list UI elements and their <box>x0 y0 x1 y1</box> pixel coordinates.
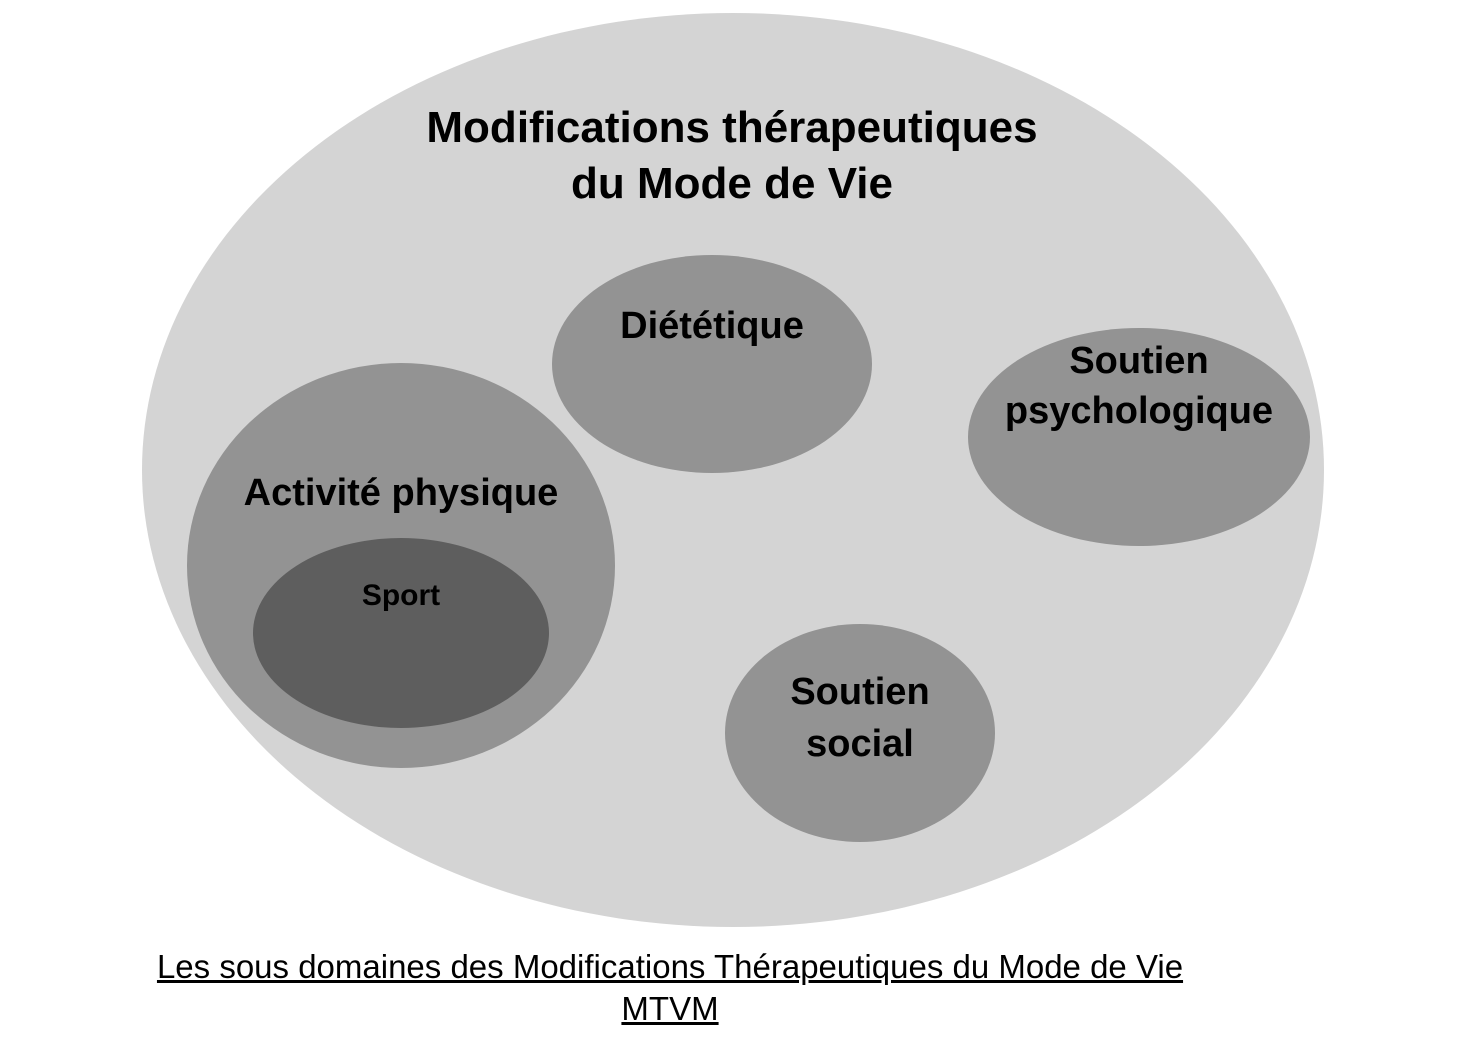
sport-label: Sport <box>361 579 441 612</box>
figure-caption-line1: Les sous domaines des Modifications Thér… <box>156 948 1184 985</box>
figure-caption-line2: MTVM <box>621 990 719 1027</box>
soutien-social-label-line2: social <box>806 723 914 765</box>
soutien-psychologique-ellipse <box>968 328 1310 546</box>
soutien-psychologique-label-line1: Soutien <box>1069 340 1209 382</box>
soutien-social-label-line1: Soutien <box>790 671 930 713</box>
soutien-social-label: Soutien social <box>725 666 995 770</box>
activite-physique-label: Activité physique <box>243 472 559 514</box>
soutien-psychologique-label-line2: psychologique <box>1004 390 1274 432</box>
sport-ellipse <box>253 538 549 728</box>
soutien-social-ellipse <box>725 624 995 842</box>
soutien-psychologique-label: Soutien psychologique <box>960 336 1318 436</box>
dietetique-label: Diététique <box>620 305 804 347</box>
mtmv-title-line1: Modifications thérapeutiques <box>426 103 1038 152</box>
mtmv-title: Modifications thérapeutiques du Mode de … <box>382 100 1082 212</box>
mtmv-title-line2: du Mode de Vie <box>571 159 893 208</box>
figure-caption: Les sous domaines des Modifications Thér… <box>40 946 1300 1030</box>
dietetique-ellipse <box>552 255 872 473</box>
